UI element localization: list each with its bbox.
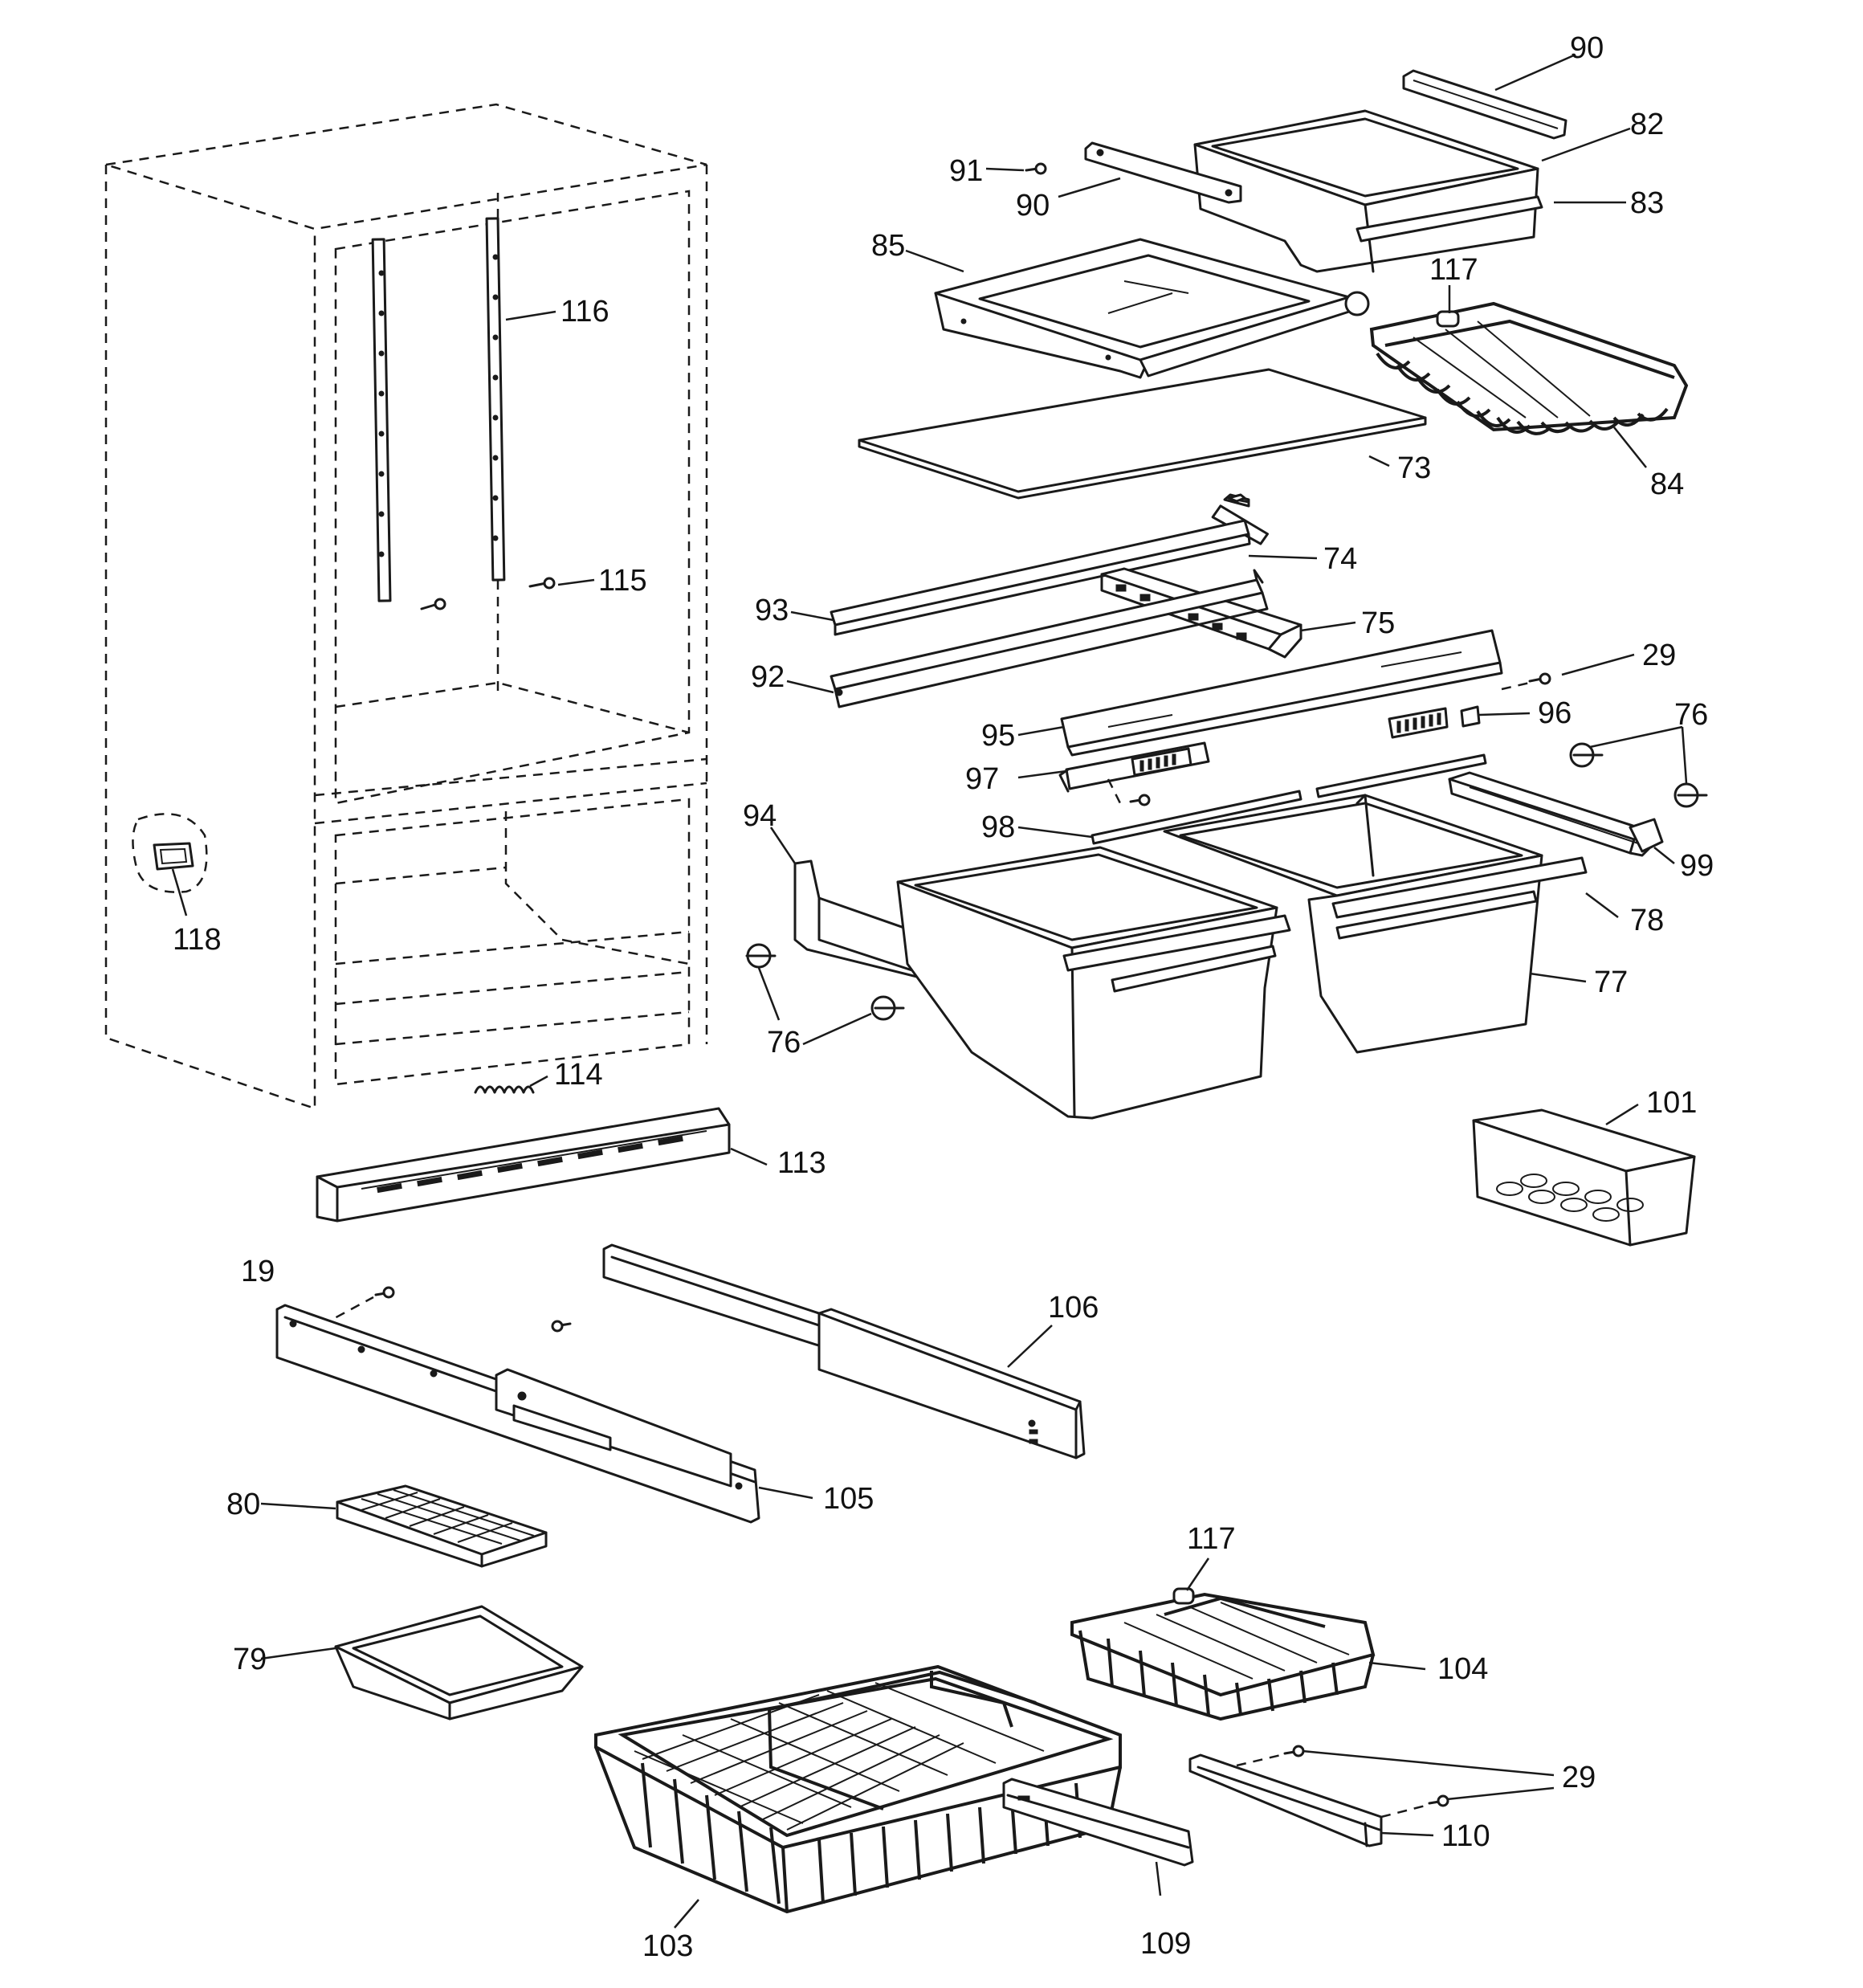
part-73-glass-shelf — [858, 368, 1427, 500]
callout-94: 94 — [743, 799, 777, 833]
part-82-drawer — [1193, 109, 1539, 273]
callout-29-top: 29 — [1642, 639, 1676, 672]
callout-109: 109 — [1140, 1927, 1191, 1961]
callout-115: 115 — [598, 564, 647, 598]
callout-79: 79 — [233, 1643, 267, 1676]
callout-80: 80 — [226, 1488, 260, 1521]
callout-29-bottom: 29 — [1562, 1761, 1596, 1794]
callout-96: 96 — [1538, 696, 1572, 730]
callout-85: 85 — [871, 229, 905, 263]
callout-19: 19 — [241, 1255, 275, 1288]
callout-98: 98 — [981, 810, 1015, 844]
callout-104: 104 — [1437, 1652, 1488, 1686]
callout-74: 74 — [1323, 542, 1357, 576]
part-117-hinge-bottom — [1172, 1587, 1195, 1605]
callout-116: 116 — [561, 295, 609, 329]
part-105-slide-left — [275, 1304, 760, 1524]
callout-106: 106 — [1048, 1291, 1099, 1325]
part-97-control — [1058, 741, 1210, 793]
part-103-freezer-basket — [594, 1664, 1122, 1914]
part-19-screw — [320, 1286, 572, 1333]
part-76-roller-top — [1569, 742, 1708, 808]
callout-99: 99 — [1680, 849, 1714, 883]
part-101-dairy-bin — [1472, 1108, 1696, 1247]
part-83-drawer-trim — [1355, 195, 1543, 243]
callout-117-bottom: 117 — [1187, 1522, 1236, 1556]
part-96-control — [1388, 705, 1481, 739]
part-106-slide-right — [602, 1243, 1086, 1459]
part-80-ice-tray — [336, 1484, 548, 1568]
part-77-crisper-right — [1163, 794, 1588, 1054]
part-113-toe-grille — [316, 1107, 731, 1223]
callout-82: 82 — [1630, 108, 1664, 141]
callout-95: 95 — [981, 719, 1015, 753]
leader-lines — [171, 53, 1688, 1929]
part-114-spring — [474, 1085, 535, 1094]
callout-117-top: 117 — [1429, 253, 1478, 287]
part-118-light-switch — [132, 813, 208, 893]
callout-101: 101 — [1646, 1086, 1697, 1120]
screw-115 — [420, 577, 556, 610]
cabinet-outline — [104, 103, 708, 1110]
part-109-slide — [1002, 1778, 1194, 1867]
callout-76-bottom: 76 — [767, 1026, 801, 1059]
callout-114: 114 — [554, 1058, 603, 1092]
part-92-rail — [830, 569, 1269, 708]
part-90-rail-left — [1084, 141, 1242, 204]
callout-76-top: 76 — [1674, 698, 1708, 732]
callout-73: 73 — [1397, 451, 1431, 485]
callout-numbers: 90 82 91 90 83 85 117 116 73 84 74 115 9… — [173, 31, 1714, 1963]
callout-90-top: 90 — [1570, 31, 1604, 65]
part-99-slide — [1448, 771, 1664, 857]
part-29-screw-a — [1501, 672, 1551, 691]
callout-118: 118 — [173, 923, 222, 957]
part-84-wire-basket — [1369, 301, 1689, 435]
callout-91: 91 — [949, 154, 983, 188]
callout-84: 84 — [1650, 467, 1684, 501]
part-95-cover — [1060, 629, 1503, 757]
part-104-wire-basket — [1070, 1587, 1376, 1721]
callout-77: 77 — [1594, 965, 1628, 999]
callout-93: 93 — [755, 594, 789, 627]
callout-75: 75 — [1361, 606, 1395, 640]
part-110-rail — [1188, 1753, 1383, 1847]
callout-103: 103 — [642, 1929, 693, 1963]
part-76-roller-bottom — [745, 943, 905, 1021]
callout-110: 110 — [1441, 1819, 1490, 1853]
part-98-dividers — [1090, 753, 1487, 845]
callout-78: 78 — [1630, 904, 1664, 937]
part-93-rail — [830, 519, 1251, 636]
callout-90-left: 90 — [1016, 189, 1050, 222]
callout-105: 105 — [823, 1482, 874, 1516]
part-117-hinge-top — [1436, 310, 1460, 328]
part-79-ice-bin — [334, 1605, 584, 1721]
callout-83: 83 — [1630, 186, 1664, 220]
part-91-screw — [1025, 162, 1047, 175]
part-77-crisper-left — [896, 846, 1291, 1120]
shelf-rail-116 — [371, 217, 506, 602]
part-85-shelf-frame — [934, 238, 1370, 379]
callout-97: 97 — [965, 762, 999, 796]
screw-97 — [1107, 778, 1151, 806]
callout-92: 92 — [751, 660, 785, 694]
part-90-rail-top — [1402, 69, 1567, 140]
callout-113: 113 — [777, 1146, 826, 1180]
